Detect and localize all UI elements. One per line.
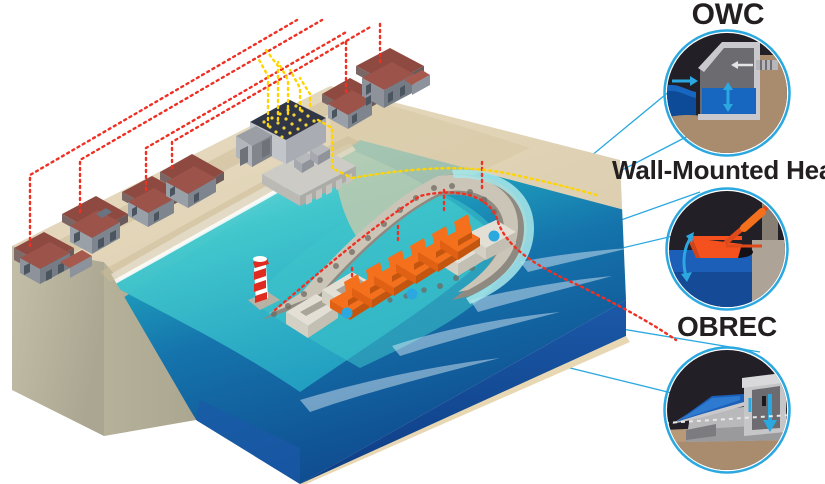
obrec-circle-ring: [663, 346, 791, 474]
callout-title-obrec: OBREC: [676, 311, 778, 342]
leader-anchor-dots: [341, 230, 500, 319]
solar-building-front: [286, 118, 326, 164]
jetty-deck: [262, 146, 356, 196]
substation-transformers: [294, 144, 330, 173]
heave-wall-upper: [762, 196, 778, 244]
yellow-cable-3: [276, 60, 290, 116]
owc-water-arrows: [672, 76, 733, 112]
obrec-ramp-water-light: [680, 396, 740, 420]
red-cable-house-4: [170, 24, 374, 170]
obrec-lower-chamber: [686, 424, 716, 440]
house-4: [160, 154, 224, 208]
pier-pilings: [306, 173, 352, 205]
jetty-deck-side-left: [262, 174, 300, 206]
red-cable-house-2: [78, 18, 324, 214]
lighthouse-stripes: [254, 268, 267, 303]
heave-motion-arrow: [681, 232, 694, 282]
callout-title-owc: OWC: [691, 0, 765, 31]
yellow-dotted-power-cable-group: [256, 48, 602, 198]
lighthouse-base: [248, 292, 280, 310]
red-dotted-power-cable-group: [28, 18, 382, 248]
anchor-dot-obrec[interactable]: [341, 307, 353, 319]
callout-wall-mounted-heave[interactable]: [665, 187, 789, 313]
house-2: [62, 196, 128, 254]
red-cable-house-3: [144, 29, 350, 192]
heave-diagram: [669, 194, 785, 307]
owc-base-slab: [698, 114, 760, 120]
owc-turbine: [756, 60, 778, 70]
owc-circle-ring: [663, 29, 791, 157]
owc-outer-water-dark: [667, 90, 696, 120]
sea-left-wedge-face: [196, 400, 300, 484]
heave-wall-cap: [762, 194, 778, 198]
heave-piston-arm: [718, 205, 769, 250]
breakwater-crest: [268, 175, 518, 314]
annex-sheds: [236, 126, 272, 167]
yellow-cable-to-jetty: [316, 118, 354, 180]
solar-building-roof: [250, 100, 326, 140]
anchor-dot-owc[interactable]: [488, 230, 500, 242]
obrec-reservoir-inner: [752, 386, 780, 430]
sea-block-faces: [196, 300, 630, 484]
obrec-still-water-level: [667, 414, 787, 424]
upper-dune: [330, 88, 530, 236]
obrec-turbine-flow: [748, 394, 777, 432]
breakwater-foam: [452, 169, 534, 304]
oscillating-flap-array: [330, 214, 480, 320]
yellow-cable-5: [298, 76, 312, 108]
callout-obrec[interactable]: [663, 346, 792, 474]
red-cable-breakwater-run: [273, 191, 500, 312]
red-cable-house-1: [28, 18, 299, 248]
house-6: [356, 48, 430, 108]
breakwater-lighthouse: [248, 256, 280, 310]
wave-flap-device: [440, 214, 480, 260]
red-dotted-sea-cable-group: [273, 158, 678, 342]
lighthouse-top: [253, 256, 267, 262]
owc-diagram: [667, 42, 787, 153]
sea-front-right-sand-edge: [300, 336, 630, 484]
anchor-dot-heave[interactable]: [406, 288, 418, 300]
house-3: [122, 176, 182, 227]
heave-circle-ring: [665, 187, 789, 311]
callout-owc[interactable]: [663, 29, 794, 159]
yellow-cable-2: [264, 48, 280, 122]
heave-float: [688, 236, 742, 258]
sea-front-right-face: [300, 300, 626, 484]
yellow-cable-1: [256, 56, 270, 128]
house-5: [322, 78, 380, 129]
callout-title-wall-mounted-heave: Wall-Mounted Heave: [612, 155, 825, 185]
yellow-cable-4: [288, 68, 302, 112]
red-cable-outer-run: [496, 220, 678, 342]
yellow-cable-jetty-to-breakwater: [350, 167, 602, 198]
house-group: [14, 48, 430, 284]
block-left-cut-face: [12, 246, 104, 436]
